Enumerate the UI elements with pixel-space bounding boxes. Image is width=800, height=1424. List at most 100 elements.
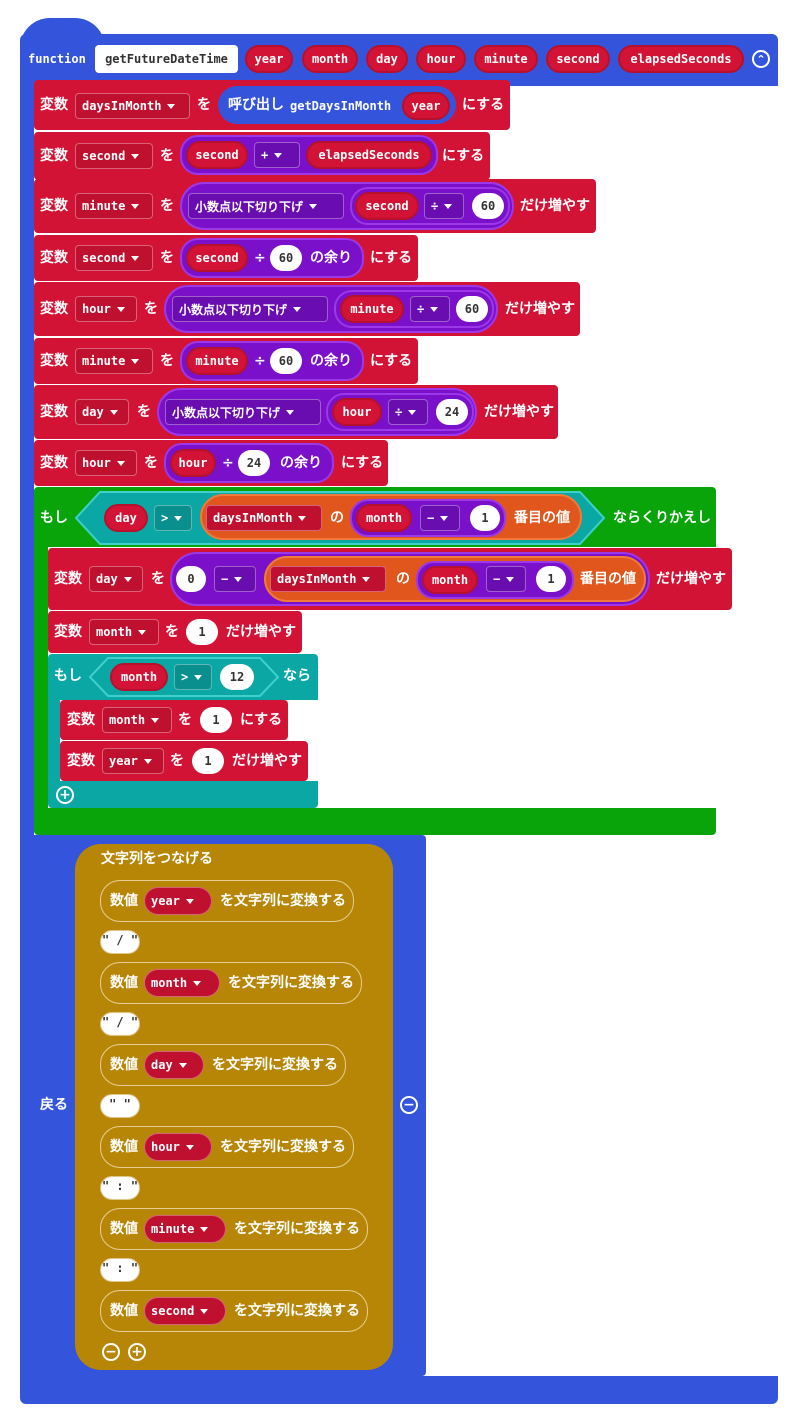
- floor-dropdown[interactable]: 小数点以下切り下げ: [188, 193, 344, 219]
- num-24[interactable]: 24: [238, 450, 270, 476]
- operand-second[interactable]: second: [355, 192, 419, 220]
- operand-day[interactable]: day: [104, 504, 148, 532]
- minute-dropdown[interactable]: minute: [144, 1215, 226, 1243]
- convert-month-block[interactable]: [100, 962, 362, 1004]
- string-space[interactable]: " ": [100, 1094, 140, 1118]
- plus-circle-icon[interactable]: +: [56, 786, 74, 804]
- num-60[interactable]: 60: [270, 348, 302, 374]
- hour-dropdown[interactable]: hour: [75, 296, 137, 322]
- second-dropdown[interactable]: second: [75, 143, 153, 169]
- convert-day-block[interactable]: [100, 1044, 346, 1086]
- minus-circle-icon[interactable]: −: [400, 1096, 418, 1114]
- month-dropdown[interactable]: month: [89, 619, 159, 645]
- param-elapsedSeconds[interactable]: elapsedSeconds: [618, 45, 744, 73]
- function-hat: [20, 18, 105, 48]
- operand-hour[interactable]: hour: [332, 398, 382, 426]
- minute-dropdown[interactable]: minute: [75, 193, 153, 219]
- year-dropdown[interactable]: year: [102, 748, 164, 774]
- set-to-label: にする: [341, 455, 384, 471]
- num-60[interactable]: 60: [472, 193, 504, 219]
- floor-dropdown[interactable]: 小数点以下切り下げ: [165, 399, 321, 425]
- operand-second[interactable]: second: [186, 141, 248, 169]
- operand-month[interactable]: month: [356, 504, 412, 532]
- convert-year-block[interactable]: [100, 880, 354, 922]
- num-0[interactable]: 0: [176, 566, 206, 592]
- dropdown-caret-icon: [440, 515, 449, 521]
- set-month-block[interactable]: [60, 700, 288, 740]
- div-label: ÷: [222, 455, 234, 471]
- div-op-dropdown[interactable]: ÷: [410, 296, 450, 322]
- return-label: 戻る: [40, 1097, 68, 1113]
- operand-month[interactable]: month: [110, 663, 168, 691]
- string-colon[interactable]: " : ": [100, 1258, 140, 1282]
- second-dropdown[interactable]: second: [144, 1297, 226, 1325]
- num-1[interactable]: 1: [470, 505, 500, 531]
- div-op-dropdown[interactable]: ÷: [424, 193, 464, 219]
- change-year-block[interactable]: [60, 741, 308, 781]
- second-dropdown[interactable]: second: [75, 245, 153, 271]
- num-1[interactable]: 1: [536, 566, 566, 592]
- operand-minute[interactable]: minute: [340, 295, 404, 323]
- param-minute[interactable]: minute: [474, 45, 538, 73]
- wo-label: を: [137, 404, 151, 420]
- gt-op-dropdown[interactable]: >: [174, 664, 212, 690]
- day-dropdown[interactable]: day: [75, 399, 129, 425]
- month-dropdown[interactable]: month: [144, 969, 220, 997]
- num-60[interactable]: 60: [456, 296, 488, 322]
- param-second[interactable]: second: [546, 45, 610, 73]
- year-dropdown[interactable]: year: [144, 887, 212, 915]
- plus-circle-icon[interactable]: +: [128, 1343, 146, 1361]
- operand-second[interactable]: second: [186, 244, 248, 272]
- chevron-up-circle-icon[interactable]: ⌃: [752, 50, 770, 68]
- minus-circle-icon[interactable]: −: [102, 1343, 120, 1361]
- gt-op-dropdown[interactable]: >: [154, 505, 192, 531]
- operand-month[interactable]: month: [422, 566, 478, 594]
- dropdown-caret-icon: [185, 1144, 194, 1150]
- month-dropdown[interactable]: month: [102, 707, 172, 733]
- dropdown-caret-icon: [298, 515, 307, 521]
- dropdown-caret-icon: [194, 674, 203, 680]
- num-12[interactable]: 12: [220, 664, 254, 690]
- daysInMonth-dropdown[interactable]: daysInMonth: [206, 505, 322, 531]
- num-24[interactable]: 24: [436, 399, 468, 425]
- plus-op-dropdown[interactable]: +: [254, 142, 300, 168]
- hour-dropdown[interactable]: hour: [75, 450, 137, 476]
- daysInMonth-dropdown[interactable]: daysInMonth: [270, 566, 386, 592]
- param-year[interactable]: year: [245, 45, 293, 73]
- floor-dropdown[interactable]: 小数点以下切り下げ: [172, 296, 328, 322]
- param-day[interactable]: day: [366, 45, 408, 73]
- day-dropdown[interactable]: day: [144, 1051, 204, 1079]
- operand-elapsedSeconds[interactable]: elapsedSeconds: [306, 141, 432, 169]
- dropdown-caret-icon: [200, 1308, 209, 1314]
- operand-hour[interactable]: hour: [170, 449, 216, 477]
- wo-label: を: [165, 624, 179, 640]
- hour-dropdown[interactable]: hour: [144, 1133, 212, 1161]
- function-name-field[interactable]: getFutureDateTime: [95, 45, 238, 73]
- num-1[interactable]: 1: [186, 619, 218, 645]
- param-month[interactable]: month: [302, 45, 358, 73]
- string-slash[interactable]: " / ": [100, 930, 140, 954]
- minus-op-dropdown[interactable]: −: [214, 566, 256, 592]
- minus-op-dropdown[interactable]: −: [486, 566, 526, 592]
- num-1[interactable]: 1: [200, 707, 232, 733]
- operand-minute[interactable]: minute: [186, 347, 248, 375]
- dropdown-caret-icon: [309, 203, 318, 209]
- string-slash[interactable]: " / ": [100, 1012, 140, 1036]
- num-60[interactable]: 60: [270, 245, 302, 271]
- div-op-dropdown[interactable]: ÷: [388, 399, 428, 425]
- to-string-label: を文字列に変換する: [234, 1221, 360, 1237]
- minute-dropdown[interactable]: minute: [75, 348, 153, 374]
- num-1[interactable]: 1: [192, 748, 224, 774]
- increase-label: だけ増やす: [520, 198, 590, 214]
- day-dropdown[interactable]: day: [89, 566, 143, 592]
- daysInMonth-dropdown[interactable]: daysInMonth: [75, 93, 190, 119]
- convert-hour-block[interactable]: [100, 1126, 354, 1168]
- set-to-label: にする: [370, 353, 413, 369]
- minus-op-dropdown[interactable]: −: [420, 505, 460, 531]
- string-colon[interactable]: " : ": [100, 1176, 140, 1200]
- dropdown-caret-icon: [293, 306, 302, 312]
- num-label: 数値: [110, 893, 138, 909]
- dropdown-caret-icon: [138, 629, 147, 635]
- arg-year[interactable]: year: [402, 92, 450, 120]
- param-hour[interactable]: hour: [416, 45, 466, 73]
